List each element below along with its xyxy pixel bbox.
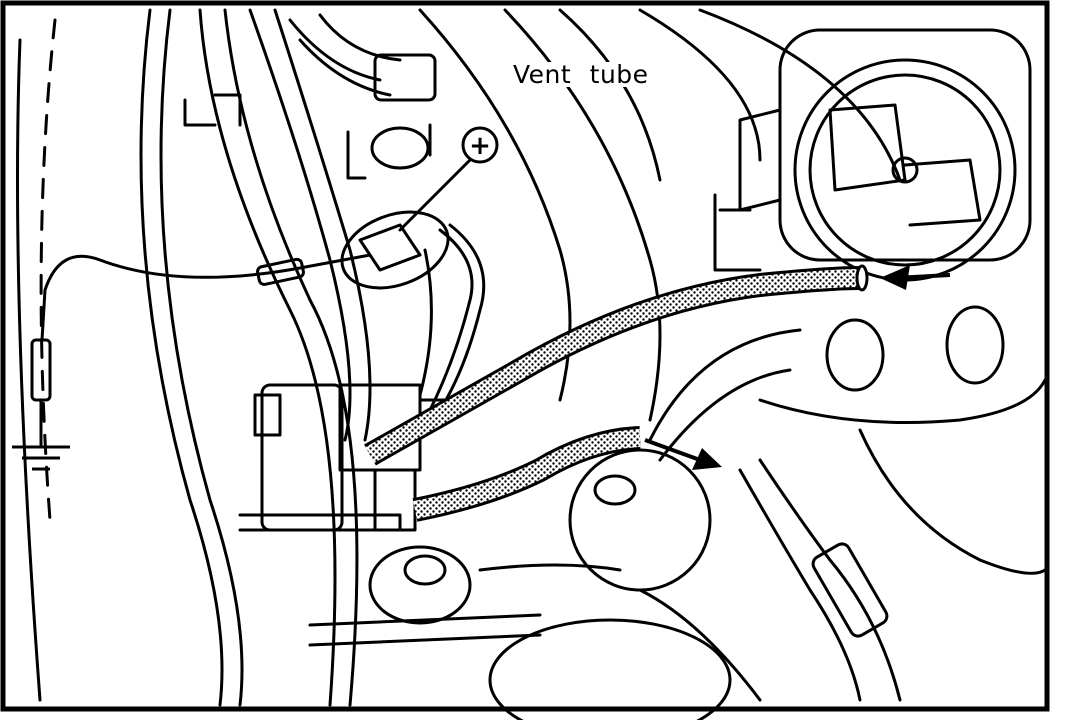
probe-lead <box>40 253 372 342</box>
switch-port <box>373 468 417 532</box>
right-hose-b <box>738 468 862 702</box>
throttle-bracket <box>738 108 782 212</box>
ground-symbol-icon <box>12 445 70 471</box>
center-hose-a <box>198 8 337 707</box>
right-nipple-a <box>825 318 885 392</box>
right-nipple-b <box>945 305 1005 385</box>
throttle-housing <box>778 28 1032 262</box>
solenoid-cap <box>593 474 637 506</box>
upper-arc-c <box>558 8 662 182</box>
vent-hose-end <box>855 264 869 292</box>
switch-wires <box>418 223 486 412</box>
left-frame-line <box>16 38 42 702</box>
bottom-cap <box>368 545 472 625</box>
svg-text:+: + <box>469 131 491 161</box>
top-wires <box>288 13 402 97</box>
flow-arrow-icon <box>880 265 951 290</box>
top-connector <box>373 53 437 102</box>
bottom-pipe <box>308 613 542 647</box>
flow-arrow-icon <box>644 438 722 470</box>
left-hose-b <box>159 8 244 707</box>
bottom-cap-top <box>403 554 447 586</box>
plus-leader <box>398 158 472 232</box>
bracket-lines <box>713 193 762 272</box>
bracket-rod <box>238 513 402 532</box>
lower-hose-loop <box>648 328 802 462</box>
connector-face <box>358 223 422 272</box>
probe-grip <box>256 257 305 286</box>
left-hose-a <box>139 8 224 707</box>
vent-hose-upper <box>364 266 861 466</box>
right-lower-housing <box>758 378 1047 424</box>
right-lower-curve <box>858 428 1047 575</box>
vent-tube-label: Vent tube <box>510 62 652 87</box>
bracket-tab <box>253 393 282 437</box>
bottom-canister <box>488 618 732 720</box>
sensor-plug <box>811 542 889 638</box>
wire-bundle-a <box>248 8 352 442</box>
wire-bundle-b <box>273 8 372 442</box>
clip-upper <box>183 93 242 127</box>
solenoid-body <box>568 448 712 592</box>
throttle-shaft <box>891 156 919 184</box>
left-dashed-line <box>39 18 57 522</box>
upper-arc-e <box>698 8 902 182</box>
plus-terminal-icon: + <box>461 126 499 164</box>
center-hose-b <box>223 8 359 707</box>
throttle-plate <box>828 103 982 227</box>
upper-arc-d <box>638 8 762 162</box>
bottom-pipe-right <box>478 563 622 572</box>
diagram-border <box>0 0 1050 712</box>
vent-hose-upper-fill <box>365 269 861 463</box>
throttle-bore-inner <box>808 73 1002 267</box>
lower-hose-down <box>638 588 762 702</box>
test-connector <box>340 210 450 290</box>
coupler-clip <box>346 123 432 180</box>
coupler-upper <box>370 126 430 170</box>
right-hose <box>758 458 902 702</box>
vent-hose-lower-fill <box>413 429 641 519</box>
